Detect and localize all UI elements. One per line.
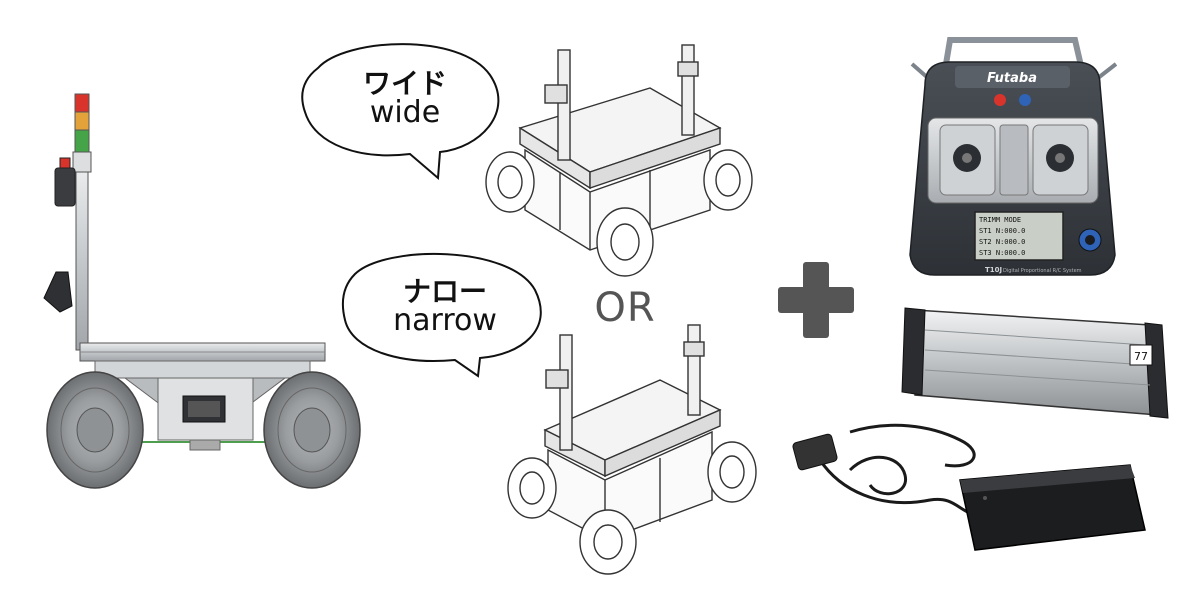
screen-line-1: TRIMM MODE xyxy=(979,216,1021,224)
screen-line-2: ST1 N:000.0 xyxy=(979,227,1025,235)
robot-narrow-isometric xyxy=(507,324,757,575)
bubble-label-narrow: ナロー narrow xyxy=(365,278,525,336)
bubble-wide-ja: ワイド xyxy=(362,67,447,100)
bubble-narrow-ja: ナロー xyxy=(402,275,487,308)
speech-bubble-wide xyxy=(301,43,500,181)
transmitter-screen xyxy=(974,211,1064,261)
signal-light-red xyxy=(74,93,90,113)
transmitter-subtitle: Digital Proportional R/C System xyxy=(1003,268,1082,274)
screen-line-3: ST2 N:000.0 xyxy=(979,238,1025,246)
screen-line-4: ST3 N:000.0 xyxy=(979,249,1025,257)
bubble-label-wide: ワイド wide xyxy=(330,70,480,128)
battery-label: 77 xyxy=(1134,350,1148,363)
charger-connector xyxy=(792,433,838,471)
plus-icon xyxy=(778,262,854,338)
signal-light-amber xyxy=(74,111,90,131)
transmitter-brand: Futaba xyxy=(987,71,1037,86)
wheel-right xyxy=(263,371,361,489)
mast-pole xyxy=(75,171,89,351)
speech-bubble-narrow xyxy=(341,252,542,378)
bubble-wide-en: wide xyxy=(369,95,441,130)
battery-pack: 77 xyxy=(901,307,1169,419)
battery-charger xyxy=(792,423,1146,551)
rc-transmitter: Futaba TRIMM MODE ST1 N:000.0 ST2 N:000.… xyxy=(909,37,1118,276)
or-label: OR xyxy=(594,285,656,331)
wheel-left xyxy=(46,371,144,489)
robot-wide-isometric xyxy=(485,44,753,277)
robot-side-view xyxy=(43,93,361,489)
transmitter-model: T10J xyxy=(985,266,1002,274)
signal-light-green xyxy=(74,129,90,153)
bubble-narrow-en: narrow xyxy=(393,303,497,338)
estop-box xyxy=(54,167,76,207)
